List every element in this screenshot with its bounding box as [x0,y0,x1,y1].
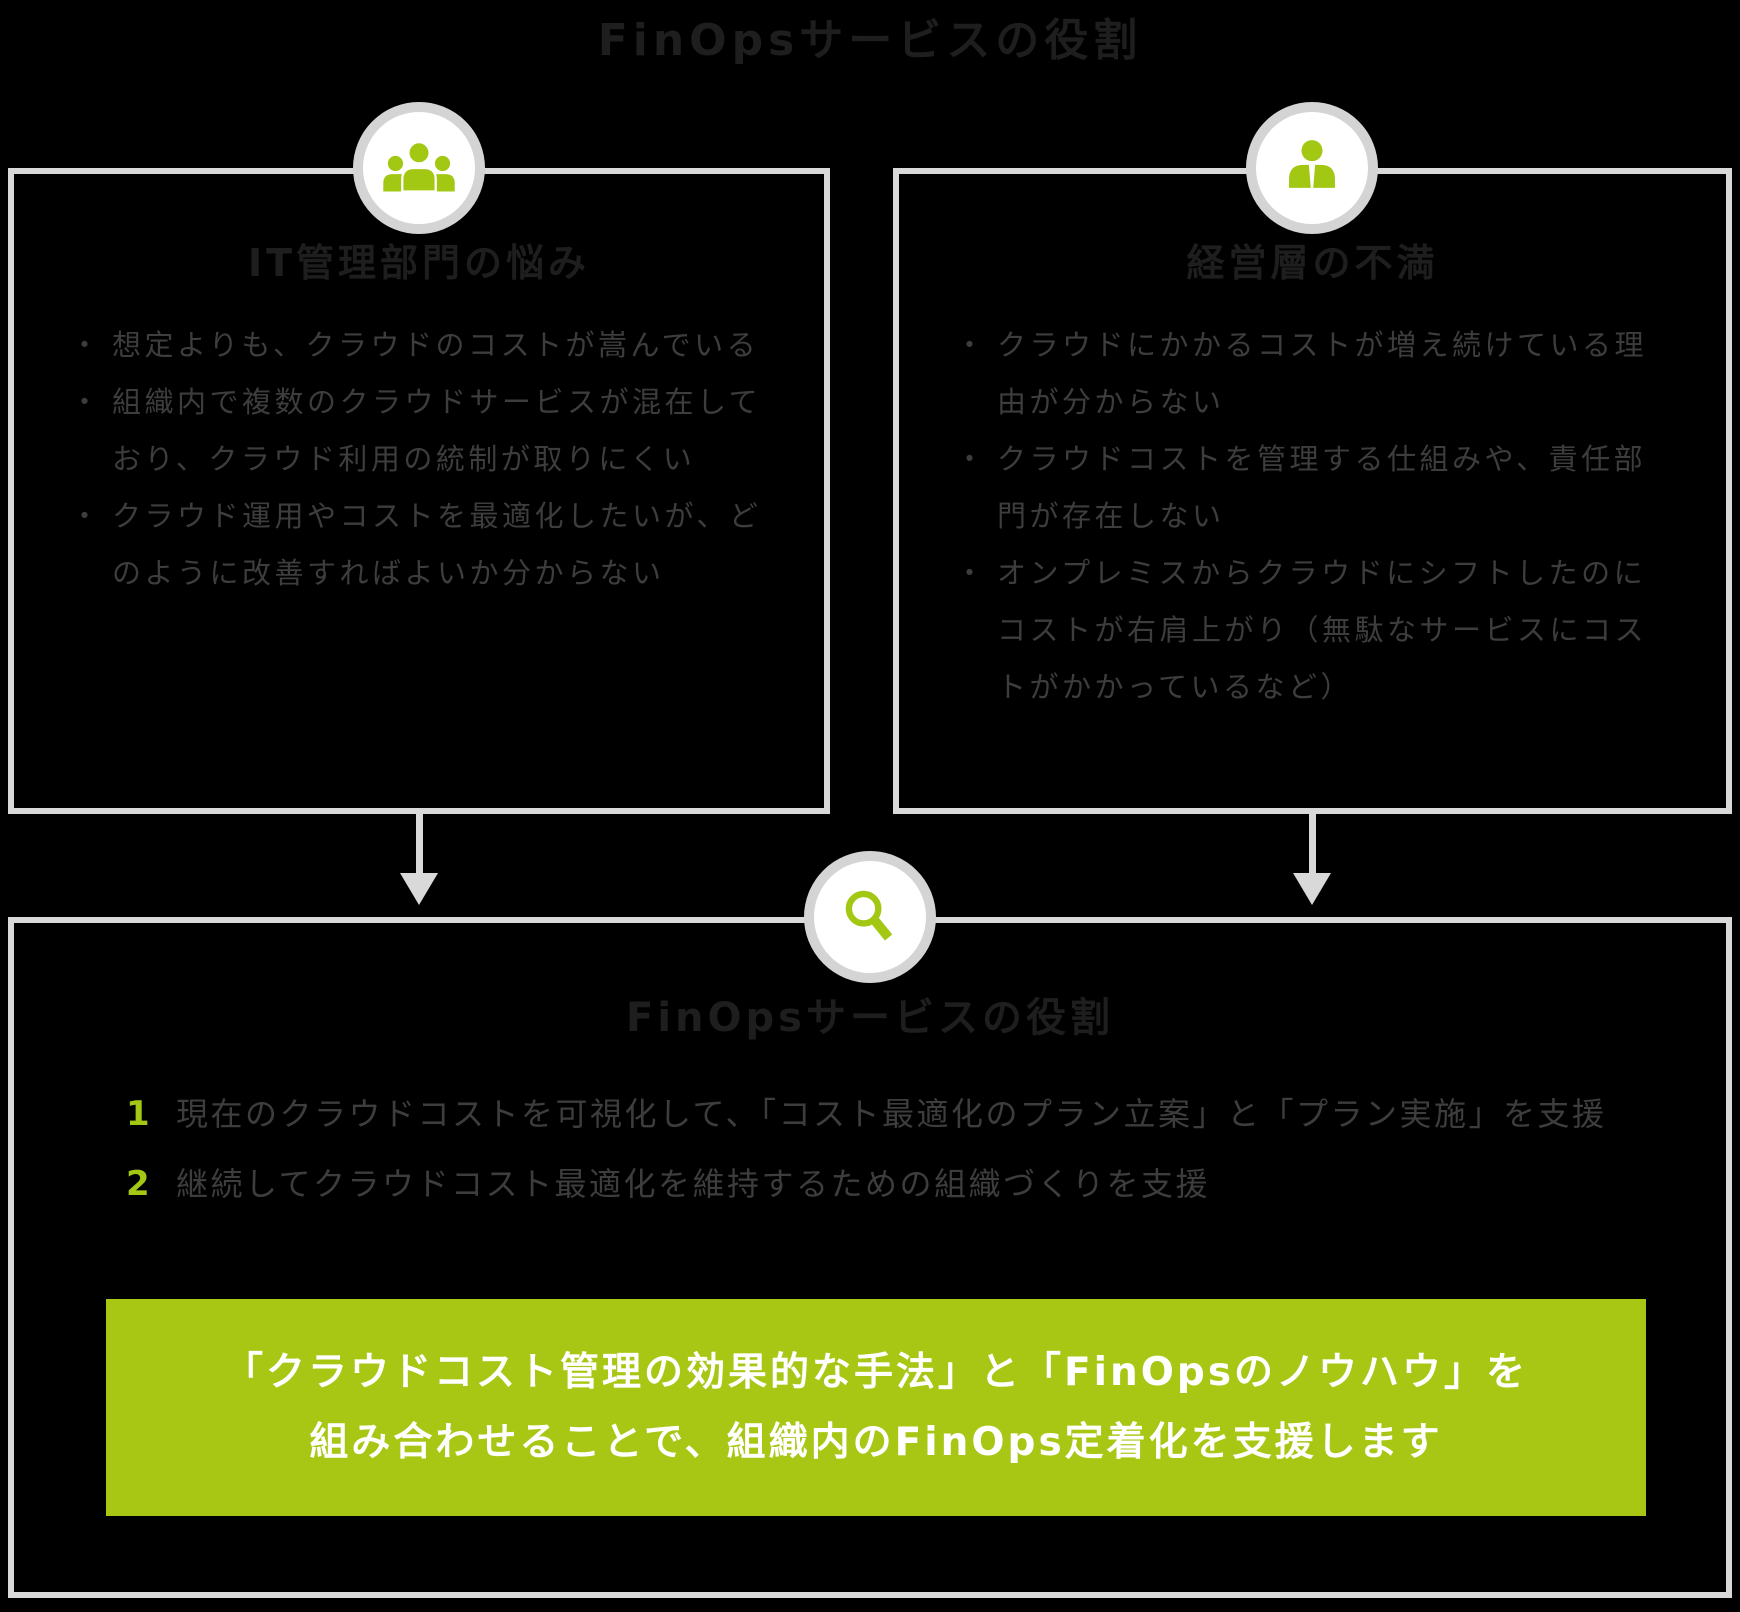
numbered-item: 1 現在のクラウドコストを可視化して、「コスト最適化のプラン立案」と「プラン実施… [126,1079,1726,1149]
business-person-badge [1246,102,1378,234]
page-title: FinOpsサービスの役割 [597,15,1143,66]
banner-line-1: 「クラウドコスト管理の効果的な手法」と「FinOpsのノウハウ」を [223,1349,1529,1395]
bullet-text: 想定よりも、クラウドのコストが嵩んでいる [112,328,760,362]
list-item: ・ オンプレミスからクラウドにシフトしたのにコストが右肩上がり（無駄なサービスに… [955,545,1670,716]
bullet-marker: ・ [955,328,988,362]
finops-role-list: 1 現在のクラウドコストを可視化して、「コスト最適化のプラン立案」と「プラン実施… [126,1079,1726,1219]
it-department-bullet-list: ・ 想定よりも、クラウドのコストが嵩んでいる ・ 組織内で複数のクラウドサービス… [14,317,824,602]
executives-bullet-list: ・ クラウドにかかるコストが増え続けている理由が分からない ・ クラウドコストを… [899,317,1726,716]
list-item: ・ 想定よりも、クラウドのコストが嵩んでいる [70,317,768,374]
list-item: ・ クラウドコストを管理する仕組みや、責任部門が存在しない [955,431,1670,545]
arrow-shaft [1309,813,1316,875]
magnifier-badge [804,851,936,983]
executives-panel: 経営層の不満 ・ クラウドにかかるコストが増え続けている理由が分からない ・ ク… [893,168,1732,814]
it-department-panel-title: IT管理部門の悩み [247,241,591,285]
bullet-marker: ・ [70,499,103,533]
numbered-item: 2 継続してクラウドコスト最適化を維持するための組織づくりを支援 [126,1149,1726,1219]
bullet-marker: ・ [955,556,988,590]
bullet-text: クラウド運用やコストを最適化したいが、どのように改善すればよいか分からない [112,499,762,590]
arrow-head [400,873,438,905]
finops-role-panel: FinOpsサービスの役割 1 現在のクラウドコストを可視化して、「コスト最適化… [8,917,1732,1598]
business-person-icon [1281,137,1343,199]
item-text: 継続してクラウドコスト最適化を維持するための組織づくりを支援 [176,1165,1211,1203]
summary-banner: 「クラウドコスト管理の効果的な手法」と「FinOpsのノウハウ」を 組み合わせる… [106,1299,1646,1516]
arrow-head [1293,873,1331,905]
bullet-marker: ・ [70,328,103,362]
list-item: ・ クラウドにかかるコストが増え続けている理由が分からない [955,317,1670,431]
magnifying-glass-icon [838,885,902,949]
item-text: 現在のクラウドコストを可視化して、「コスト最適化のプラン立案」と「プラン実施」を… [176,1095,1607,1133]
people-group-badge [353,102,485,234]
bullet-text: クラウドコストを管理する仕組みや、責任部門が存在しない [997,442,1647,533]
bullet-text: 組織内で複数のクラウドサービスが混在しており、クラウド利用の統制が取りにくい [112,385,762,476]
banner-line-2: 組み合わせることで、組織内のFinOps定着化を支援します [309,1419,1443,1465]
list-item: ・ 組織内で複数のクラウドサービスが混在しており、クラウド利用の統制が取りにくい [70,374,768,488]
executives-panel-title: 経営層の不満 [1186,241,1439,285]
arrow-shaft [416,813,423,875]
item-number: 1 [126,1094,153,1134]
bullet-marker: ・ [70,385,103,419]
bullet-text: オンプレミスからクラウドにシフトしたのにコストが右肩上がり（無駄なサービスにコス… [997,556,1648,704]
people-group-icon [381,141,457,195]
it-department-panel: IT管理部門の悩み ・ 想定よりも、クラウドのコストが嵩んでいる ・ 組織内で複… [8,168,830,814]
bullet-marker: ・ [955,442,988,476]
finops-role-panel-title: FinOpsサービスの役割 [626,995,1114,1041]
list-item: ・ クラウド運用やコストを最適化したいが、どのように改善すればよいか分からない [70,488,768,602]
item-number: 2 [126,1164,153,1204]
bullet-text: クラウドにかかるコストが増え続けている理由が分からない [997,328,1648,419]
